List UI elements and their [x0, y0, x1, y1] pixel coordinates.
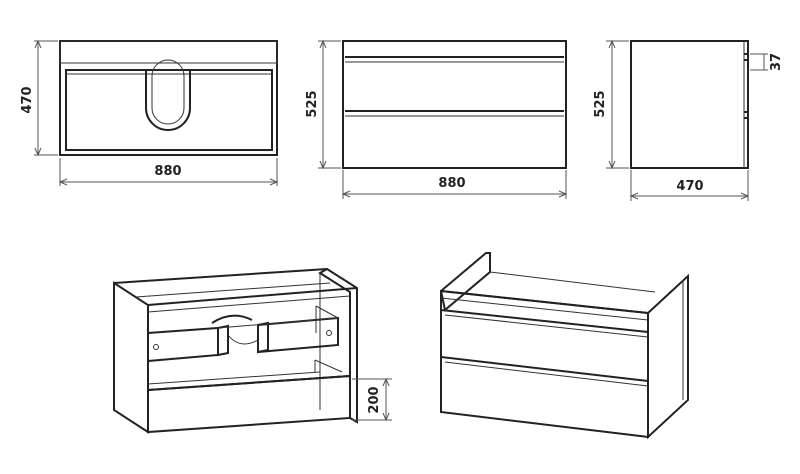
side-view-height-label: 525 — [593, 90, 608, 117]
iso-drawer-height-label: 200 — [367, 386, 382, 413]
front-view-height-label: 525 — [305, 90, 320, 117]
side-view-depth-label: 470 — [676, 179, 703, 194]
side-view-gap-dimension: 37 — [750, 53, 784, 71]
top-view-width-dimension: 880 — [58, 158, 279, 186]
top-view-width-label: 880 — [154, 164, 181, 179]
front-view-width-dimension: 880 — [341, 170, 568, 199]
iso-drawer-height-dimension: 200 — [352, 377, 392, 422]
side-view — [630, 40, 749, 169]
top-view — [59, 40, 278, 156]
front-view-width-label: 880 — [438, 176, 465, 191]
side-view-depth-dimension: 470 — [629, 170, 750, 201]
side-view-gap-label: 37 — [769, 53, 784, 71]
top-view-depth-dimension: 470 — [20, 39, 58, 157]
side-view-height-dimension: 525 — [593, 39, 629, 170]
front-view — [342, 40, 567, 169]
iso-closed-cabinet — [439, 252, 689, 440]
top-view-depth-label: 470 — [20, 86, 35, 113]
iso-open-cabinet — [113, 267, 358, 434]
front-view-height-dimension: 525 — [305, 39, 341, 170]
